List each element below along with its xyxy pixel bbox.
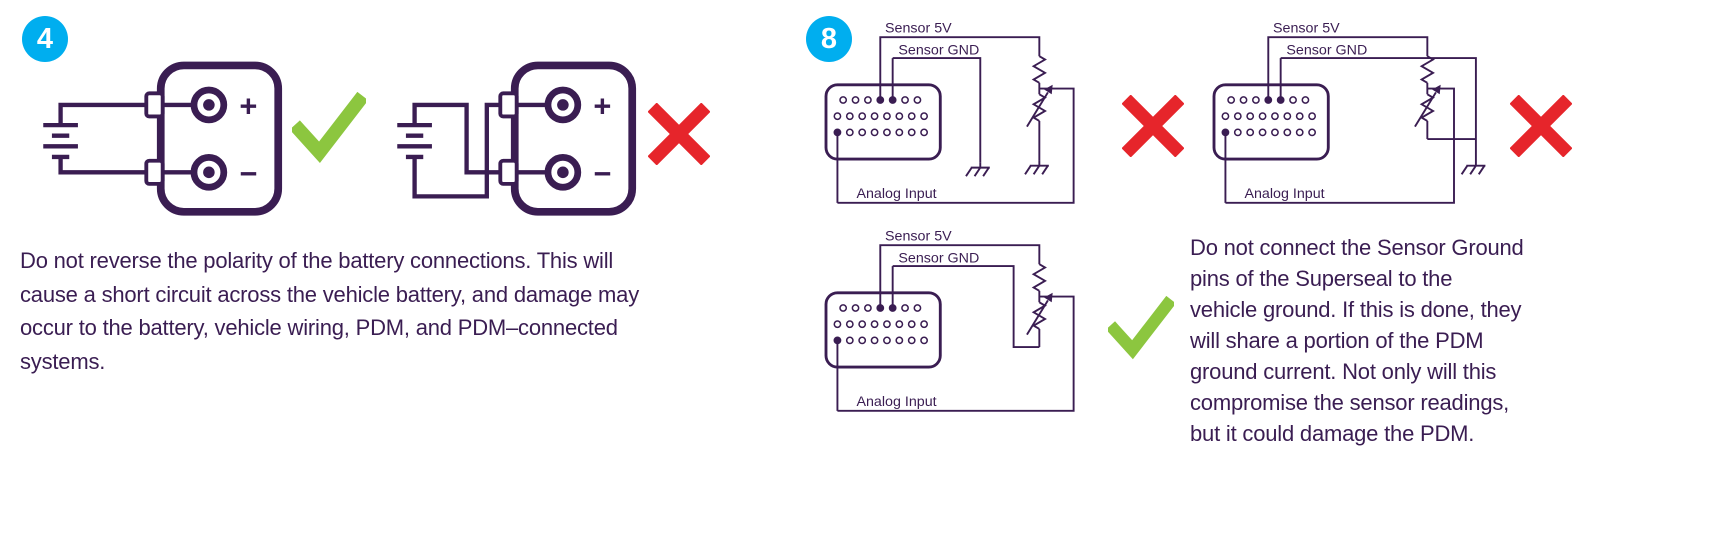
text-line: occur to the battery, vehicle wiring, PD… <box>20 315 618 340</box>
text-line: systems. <box>20 348 106 374</box>
text-line: cause a short circuit across the vehicle… <box>20 281 639 307</box>
analog-loop-wire <box>837 87 1075 204</box>
gnd-to-chassis-wire <box>1280 57 1477 161</box>
step-badge-4: 4 <box>22 16 68 62</box>
crossed-wire-bottom <box>412 102 548 199</box>
text-line: Do not connect the Sensor Ground <box>1190 235 1524 260</box>
x-icon <box>648 103 710 165</box>
sensor-ground-correct-diagram <box>818 228 1075 428</box>
text-line: but it could damage the PDM. <box>1190 421 1475 446</box>
x-icon <box>1122 95 1184 157</box>
sensor-ground-wrong-diagram-2 <box>1206 20 1487 220</box>
crossed-wire-top <box>412 102 548 175</box>
battery-warning-text: Do not reverse the polarity of the batte… <box>20 244 820 378</box>
negative-wire <box>58 156 194 175</box>
sensor-ground-warning-text: Do not connect the Sensor Ground pins of… <box>1190 232 1670 449</box>
text-line: pins of the Superseal to the <box>1190 266 1453 291</box>
text-line: compromise the sensor readings, <box>1190 390 1510 415</box>
battery-connection-correct-diagram <box>24 50 284 233</box>
check-icon <box>292 92 366 163</box>
text-line: vehicle ground. If this is done, they <box>1190 297 1522 322</box>
text-line: Do not reverse the polarity of the batte… <box>20 248 614 273</box>
analog-loop-wire <box>1225 87 1455 204</box>
battery-connection-reversed-diagram <box>378 50 638 233</box>
text-line: ground current. Not only will this <box>1190 359 1497 384</box>
gnd-return-wire <box>892 265 1040 348</box>
step-badge-8: 8 <box>806 16 852 62</box>
gnd-to-chassis-wire <box>892 57 982 163</box>
text-line: will share a portion of the PDM <box>1190 328 1484 353</box>
positive-wire <box>58 102 194 126</box>
analog-loop-wire <box>837 295 1075 412</box>
sensor-ground-wrong-diagram-1 <box>818 20 1075 220</box>
check-icon <box>1108 296 1174 360</box>
x-icon <box>1510 95 1572 157</box>
